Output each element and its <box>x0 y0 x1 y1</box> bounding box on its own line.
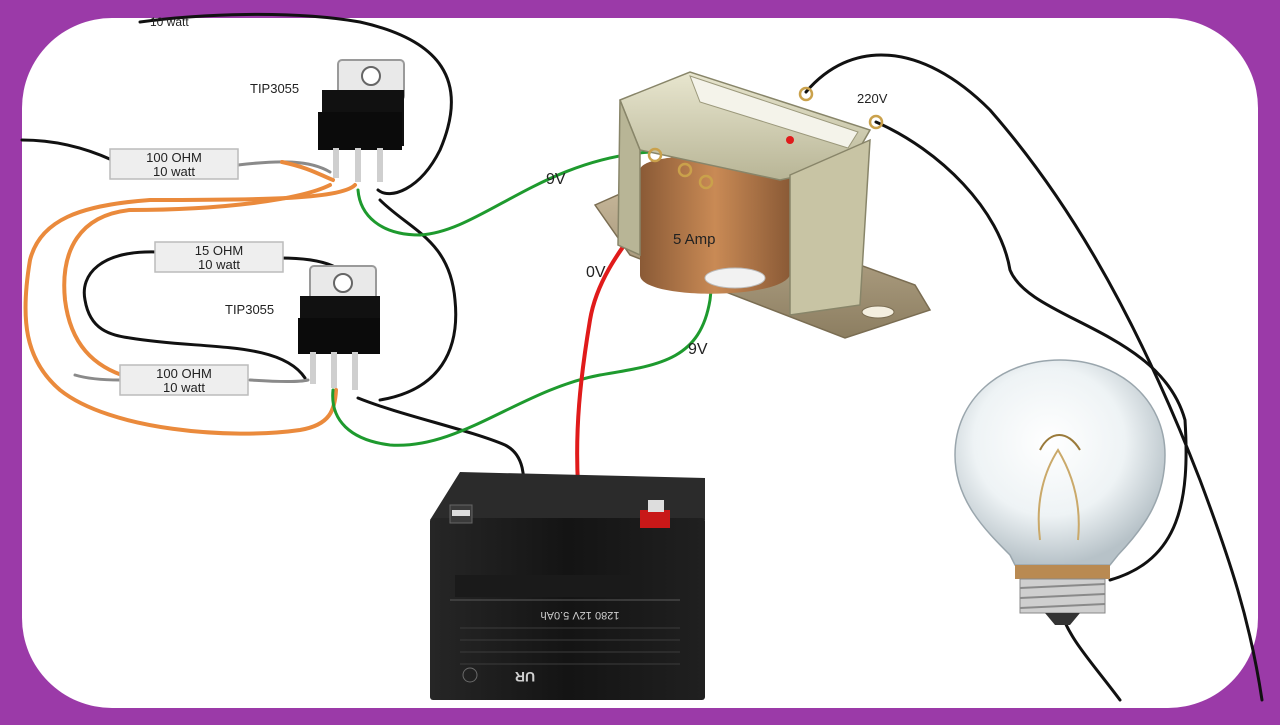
secondary-centre-label: 0V <box>586 264 606 281</box>
resistor-2: 15 OHM 10 watt <box>154 241 284 273</box>
resistor-2-power: 10 watt <box>198 257 240 272</box>
transformer-current-label: 5 Amp <box>673 231 716 248</box>
to220-transistor-icon <box>298 265 380 390</box>
transformer: 5 Amp 220V <box>593 71 932 339</box>
collector-link-wire <box>378 198 458 402</box>
secondary-top-label: 9V <box>546 171 566 188</box>
light-bulb-icon <box>954 359 1166 625</box>
resistor-3-value: 100 OHM <box>156 366 212 381</box>
battery-icon <box>430 472 705 700</box>
battery-negative-wire <box>356 396 525 494</box>
resistor-1-value: 100 OHM <box>146 150 202 165</box>
resistor-1: 100 OHM 10 watt <box>109 148 239 180</box>
mains-wire-2 <box>874 120 1188 582</box>
battery-rating-label: 1280 12V 5.0Ah <box>541 609 620 621</box>
r3-left-lead <box>73 373 122 382</box>
resistor-1-body <box>109 148 239 180</box>
transistor-1-label: TIP3055 <box>250 81 299 96</box>
r3-lead-wire <box>248 378 310 383</box>
resistor-3-body <box>119 364 249 396</box>
battery-brand-mark: UR <box>515 669 535 685</box>
mains-wire-1 <box>804 53 1264 702</box>
transistor-2-label: TIP3055 <box>225 302 274 317</box>
orange-feedback-wire-1 <box>23 183 357 436</box>
top-cut-label: 10 watt <box>150 15 189 29</box>
transformer-icon <box>593 71 932 339</box>
orange-wire-r1 <box>280 160 335 182</box>
resistor-3-power: 10 watt <box>163 380 205 395</box>
transistor-2: TIP3055 <box>225 265 380 390</box>
top-collector-wire <box>138 12 453 196</box>
orange-feedback-wire-2 <box>62 183 332 382</box>
mains-voltage-label: 220V <box>857 91 888 106</box>
left-input-wire <box>20 138 114 162</box>
secondary-bottom-label: 9V <box>688 341 708 358</box>
resistor-3: 100 OHM 10 watt <box>119 364 249 396</box>
resistor-2-value: 15 OHM <box>195 243 243 258</box>
canvas-background <box>22 18 1258 708</box>
to220-transistor-icon <box>318 59 405 182</box>
battery: 1280 12V 5.0Ah UR <box>430 472 705 700</box>
green-wire-top <box>356 150 652 237</box>
light-bulb <box>954 359 1166 625</box>
resistor-1-power: 10 watt <box>153 164 195 179</box>
resistor-2-body <box>154 241 284 273</box>
r1-lead-wire <box>236 160 332 174</box>
r2-loop-wire <box>82 250 307 380</box>
transistor-1: TIP3055 <box>250 59 405 182</box>
